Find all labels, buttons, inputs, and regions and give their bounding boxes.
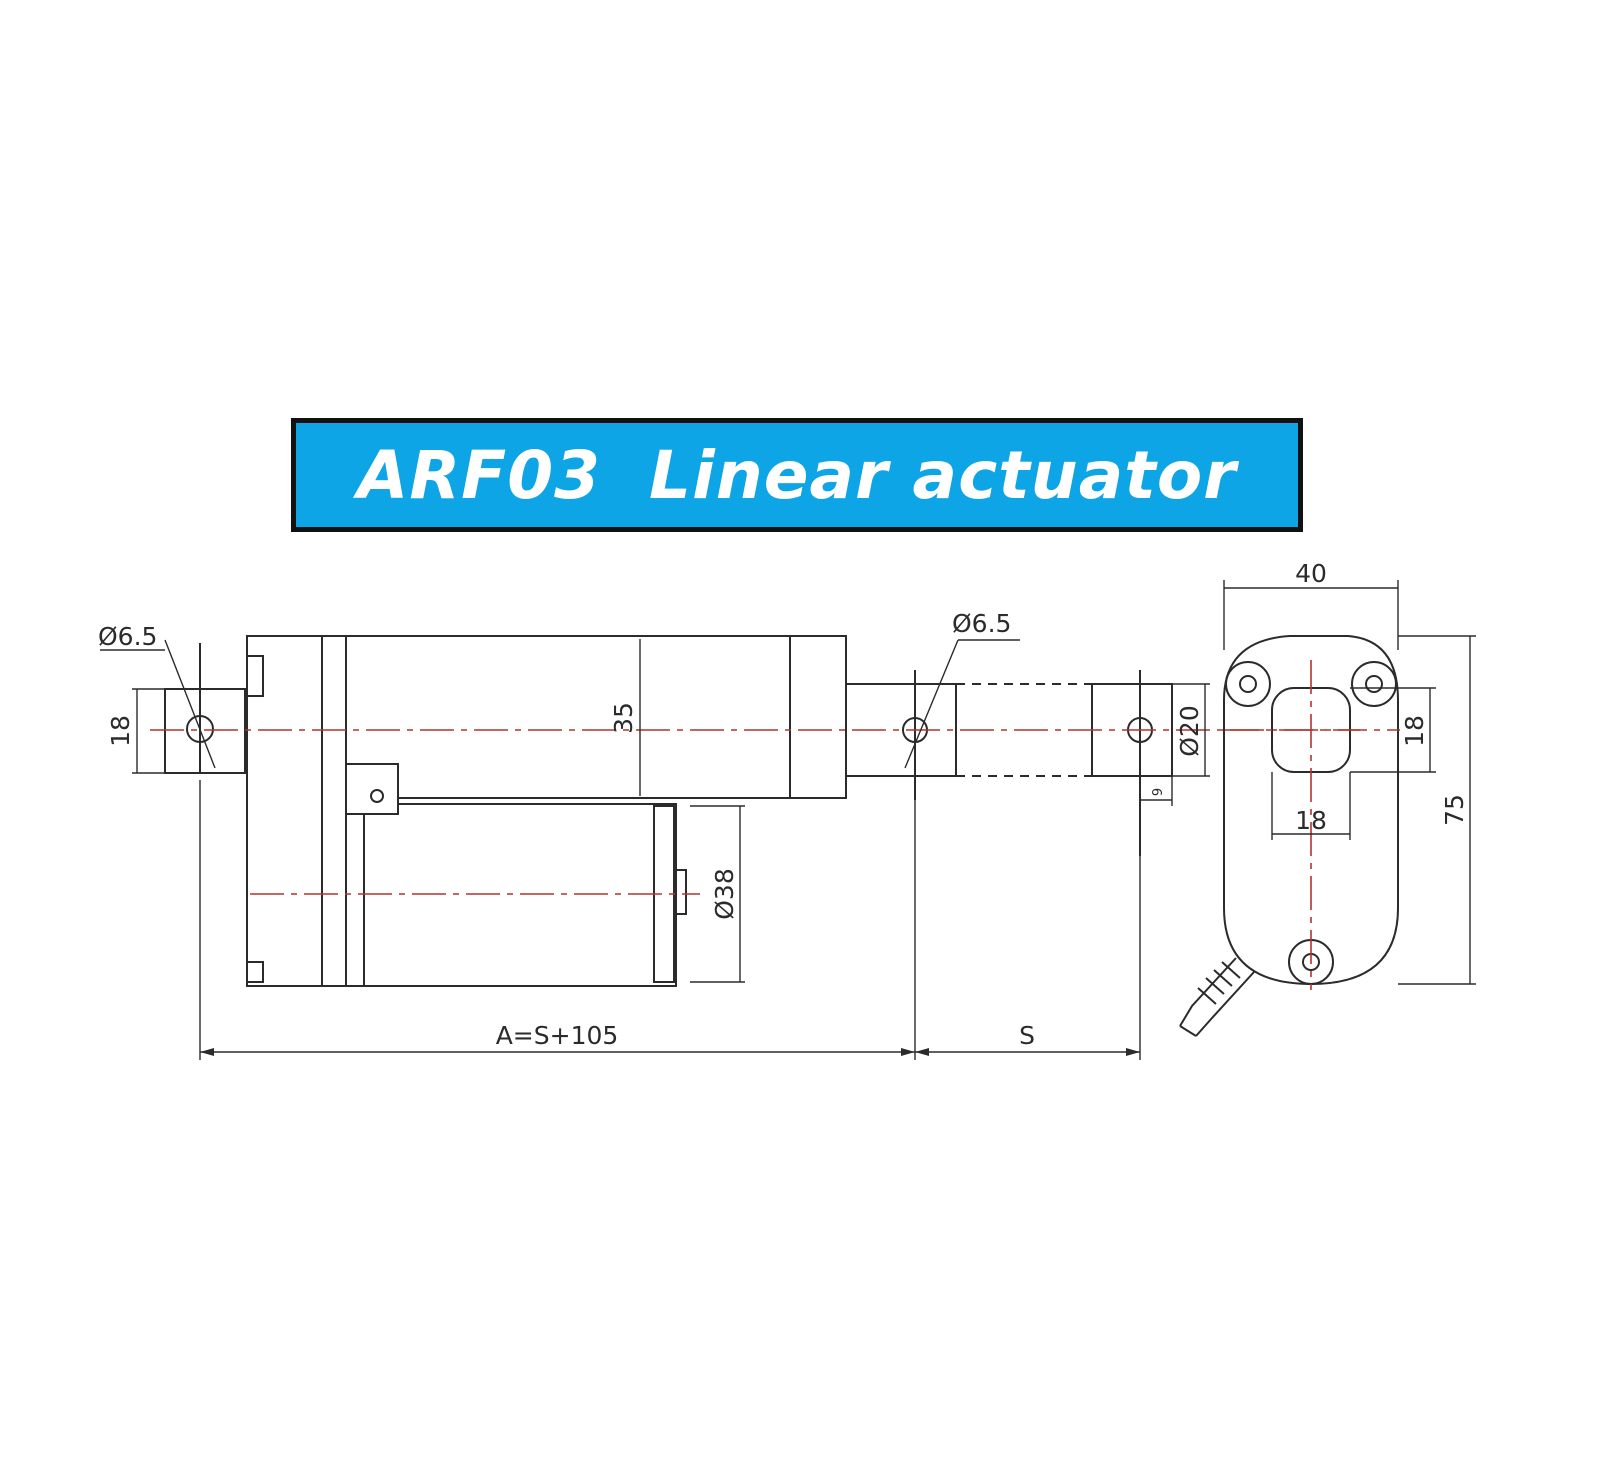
title-text: ARF03 Linear actuator [357,436,1237,514]
left-ear-hole [1239,675,1257,693]
title-banner: ARF03 Linear actuator [291,418,1303,532]
body-dim-label: 35 [609,702,638,734]
end-cap-tab [246,655,264,697]
rear-hole-leader [164,639,216,769]
end-cap [246,635,323,987]
rear-height-label: 18 [106,715,135,747]
width-label: 40 [1295,559,1327,588]
front-hole-label: Ø6.5 [952,609,1011,638]
gearbox-bracket [345,763,399,815]
bracket-hole [370,789,384,803]
end-view: 40 18 18 75 [1179,559,1476,1037]
gearbox-plate [321,635,347,987]
rear-clevis [164,688,246,774]
cable-lower [1195,971,1255,1037]
end-cap-foot [246,961,264,983]
gearbox-housing [1223,635,1399,986]
right-ear-hole [1365,675,1383,693]
length-arrow-left [200,1048,214,1056]
stroke-arrow-left [915,1048,929,1056]
front-hole-leader [904,639,959,769]
stroke-arrow-right [1126,1048,1140,1056]
main-tube [345,635,847,799]
cable-end [1179,1025,1197,1037]
cable-upper [1179,957,1237,1027]
cable-strain-relief [1197,961,1241,1005]
stroke-label: S [1019,1021,1035,1050]
rear-hole-label: Ø6.5 [98,622,157,651]
right-ear [1351,661,1397,707]
rod-diam-label: Ø20 [1175,705,1204,757]
motor-terminal [673,869,687,915]
motor-dim-label: Ø38 [710,868,739,920]
length-arrow-right [901,1048,915,1056]
length-label: A=S+105 [496,1021,619,1050]
offset-label: 9 [1151,788,1166,796]
left-ear [1225,661,1271,707]
slot-width-label: 18 [1295,806,1327,835]
side-view: Ø6.5 18 35 Ø6.5 Ø20 9 [98,609,1360,1060]
motor-body [345,803,677,987]
height-label: 75 [1440,794,1469,826]
slot-height-label: 18 [1400,715,1429,747]
